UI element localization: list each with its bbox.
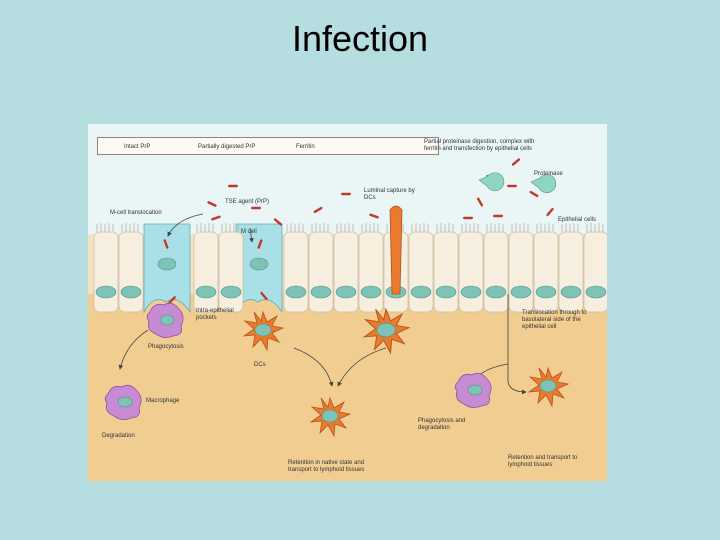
label-luminal-capture: Luminal capture by DCs [364, 188, 415, 201]
label-dcs: DCs [254, 362, 266, 368]
label-proteinase: Proteinase [534, 171, 563, 177]
label-epithelial-cells: Epithelial cells [558, 217, 597, 223]
legend-intact-label: Intact PrP [124, 144, 151, 150]
label-retention-native: Retention in native state and transport … [288, 460, 365, 473]
label-phagocytosis-degradation: Phagocytosis and degradation [418, 418, 466, 431]
label-macrophage: Macrophage [146, 398, 180, 404]
label-m-cell: M cell [241, 229, 257, 235]
label-tse-agent: TSE agent (PrP) [225, 199, 270, 205]
legend-box [97, 137, 439, 155]
label-translocation-basolateral: Translocation through to basolateral sid… [522, 310, 587, 330]
slide-title: Infection [291, 18, 429, 59]
legend-ferritin-label: Ferritin [296, 144, 315, 150]
label-intra-epithelial: Intra-epithelial pockets [196, 308, 234, 321]
label-mcell-translocation: M-cell translocation [110, 210, 162, 216]
label-degradation: Degradation [102, 433, 135, 439]
legend-partial-label: Partially digested PrP [198, 144, 256, 150]
infection-diagram: Intact PrP Partially digested PrP Ferrit… [88, 124, 607, 481]
label-phagocytosis: Phagocytosis [148, 344, 184, 350]
label-partial-proteinase: Partial proteinase digestion, complex wi… [424, 139, 535, 152]
diagram-artwork [88, 124, 607, 481]
label-retention-transport: Retention and transport to lymphoid tiss… [508, 455, 578, 468]
